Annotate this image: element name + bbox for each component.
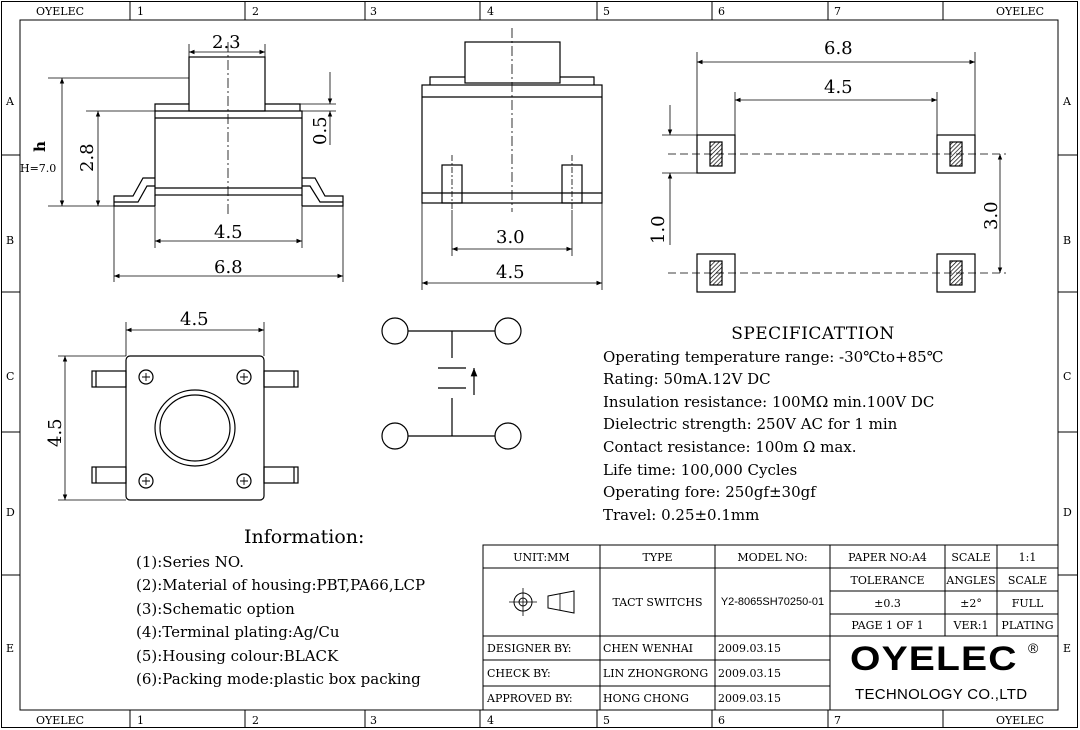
tb-designer-name: CHEN WENHAI (603, 642, 694, 655)
spec-line: Travel: 0.25±0.1mm (603, 505, 760, 524)
tb-page: PAGE 1 OF 1 (851, 619, 924, 632)
side-dim-inner-width: 4.5 (214, 222, 243, 243)
side-dim-offset: 0.5 (310, 116, 331, 145)
tb-type-value: TACT SWITCHS (612, 596, 703, 609)
col-label-2-top: 2 (252, 5, 259, 18)
tb-model-header: MODEL NO: (737, 551, 808, 564)
tb-type-header: TYPE (642, 551, 673, 564)
information-item: (6):Packing mode:plastic box packing (136, 670, 421, 689)
tb-scale2-value: FULL (1011, 597, 1044, 610)
footprint-view (662, 52, 1006, 293)
information-title: Information: (244, 526, 365, 548)
information-item: (2):Material of housing:PBT,PA66,LCP (136, 576, 426, 595)
tb-tolerance-header: TOLERANCE (850, 574, 925, 587)
tb-approved-date: 2009.03.15 (718, 692, 781, 705)
side-view (48, 42, 344, 282)
tb-designer-label: DESIGNER BY: (487, 642, 572, 655)
front-dim-width: 4.5 (496, 262, 525, 283)
tb-plating: PLATING (1001, 619, 1054, 632)
footprint-dim-outer: 6.8 (824, 38, 853, 59)
side-h-value: H=7.0 (20, 162, 56, 175)
col-label-7-bottom: 7 (834, 714, 841, 727)
tb-scale-value: 1:1 (1018, 551, 1037, 564)
row-label-d-right: D (1063, 506, 1072, 519)
company-logo: OYELEC ® (850, 640, 1050, 678)
corner-label-tr: OYELEC (996, 5, 1044, 18)
front-dim-pin-gap: 3.0 (496, 227, 525, 248)
spec-line: Operating temperature range: -30℃to+85℃ (603, 347, 944, 366)
row-label-b-right: B (1063, 234, 1071, 247)
information-block: Information: (1):Series NO. (2):Material… (136, 526, 476, 691)
row-label-a-right: A (1062, 95, 1072, 108)
tb-version: VER:1 (953, 619, 989, 632)
tb-scale2-header: SCALE (1007, 574, 1048, 587)
top-dim-height: 4.5 (45, 418, 66, 447)
row-label-e-right: E (1063, 642, 1071, 655)
tb-approved-name: HONG CHONG (603, 692, 689, 705)
tb-designer-date: 2009.03.15 (718, 642, 781, 655)
tb-check-label: CHECK BY: (487, 667, 551, 680)
col-label-6-top: 6 (718, 5, 725, 18)
row-label-d-left: D (6, 506, 15, 519)
col-label-2-bottom: 2 (252, 714, 259, 727)
tb-angles-value: ±2° (960, 597, 982, 610)
information-item: (1):Series NO. (136, 553, 245, 571)
footprint-dim-pad-height: 1.0 (648, 215, 669, 244)
side-dim-outer-width: 6.8 (214, 257, 243, 278)
col-label-5-bottom: 5 (603, 714, 610, 727)
col-label-1-bottom: 1 (137, 714, 144, 727)
information-item: (5):Housing colour:BLACK (136, 646, 339, 665)
col-label-3-bottom: 3 (370, 714, 377, 727)
front-view (421, 28, 603, 290)
tb-approved-label: APPROVED BY: (487, 692, 573, 705)
col-label-6-bottom: 6 (718, 714, 725, 727)
spec-line: Life time: 100,000 Cycles (603, 460, 798, 479)
corner-label-br: OYELEC (996, 714, 1044, 727)
information-item: (4):Terminal plating:Ag/Cu (136, 623, 340, 642)
specification-block: SPECIFICATTION Operating temperature ran… (603, 323, 1043, 526)
spec-line: Rating: 50mA.12V DC (603, 370, 771, 389)
tb-tolerance-value: ±0.3 (874, 597, 901, 610)
information-item: (3):Schematic option (136, 599, 295, 618)
logo-registered-mark: ® (1028, 640, 1039, 656)
side-dim-height: 2.8 (77, 143, 98, 172)
spec-line: Insulation resistance: 100MΩ min.100V DC (603, 392, 935, 411)
tb-scale-header: SCALE (951, 551, 991, 564)
tb-paper: PAPER NO:A4 (848, 551, 927, 564)
col-label-7-top: 7 (834, 5, 841, 18)
col-label-5-top: 5 (603, 5, 610, 18)
row-label-b-left: B (6, 234, 14, 247)
spec-line: Operating fore: 250gf±30gf (603, 483, 816, 502)
col-label-4-bottom: 4 (487, 714, 494, 727)
row-label-a-left: A (5, 95, 15, 108)
footprint-dim-pitch: 3.0 (981, 201, 1002, 230)
title-block (482, 544, 1059, 711)
col-label-4-top: 4 (487, 5, 494, 18)
col-label-3-top: 3 (370, 5, 377, 18)
specification-title: SPECIFICATTION (731, 324, 895, 344)
top-dim-width: 4.5 (180, 309, 209, 330)
corner-label-tl: OYELEC (36, 5, 84, 18)
side-dim-top-width: 2.3 (212, 32, 241, 53)
row-label-c-right: C (1063, 370, 1071, 383)
top-view (58, 322, 299, 501)
tb-model-value: Y2-8065SH70250-01 (720, 596, 825, 608)
row-label-e-left: E (6, 642, 14, 655)
tb-unit: UNIT:MM (513, 551, 570, 564)
col-label-1-top: 1 (137, 5, 144, 18)
switch-schematic (381, 317, 522, 450)
logo-wordmark: OYELEC (850, 640, 1018, 678)
side-h-label: h (31, 141, 49, 152)
corner-label-bl: OYELEC (36, 714, 84, 727)
footprint-dim-inner: 4.5 (824, 77, 853, 98)
row-label-c-left: C (6, 370, 14, 383)
tb-check-name: LIN ZHONGRONG (603, 667, 709, 680)
company-name: TECHNOLOGY CO.,LTD (855, 686, 1028, 703)
spec-line: Contact resistance: 100m Ω max. (603, 437, 857, 456)
tb-angles-header: ANGLES (946, 574, 996, 587)
spec-line: Dielectric strength: 250V AC for 1 min (603, 415, 898, 434)
tb-check-date: 2009.03.15 (718, 667, 781, 680)
